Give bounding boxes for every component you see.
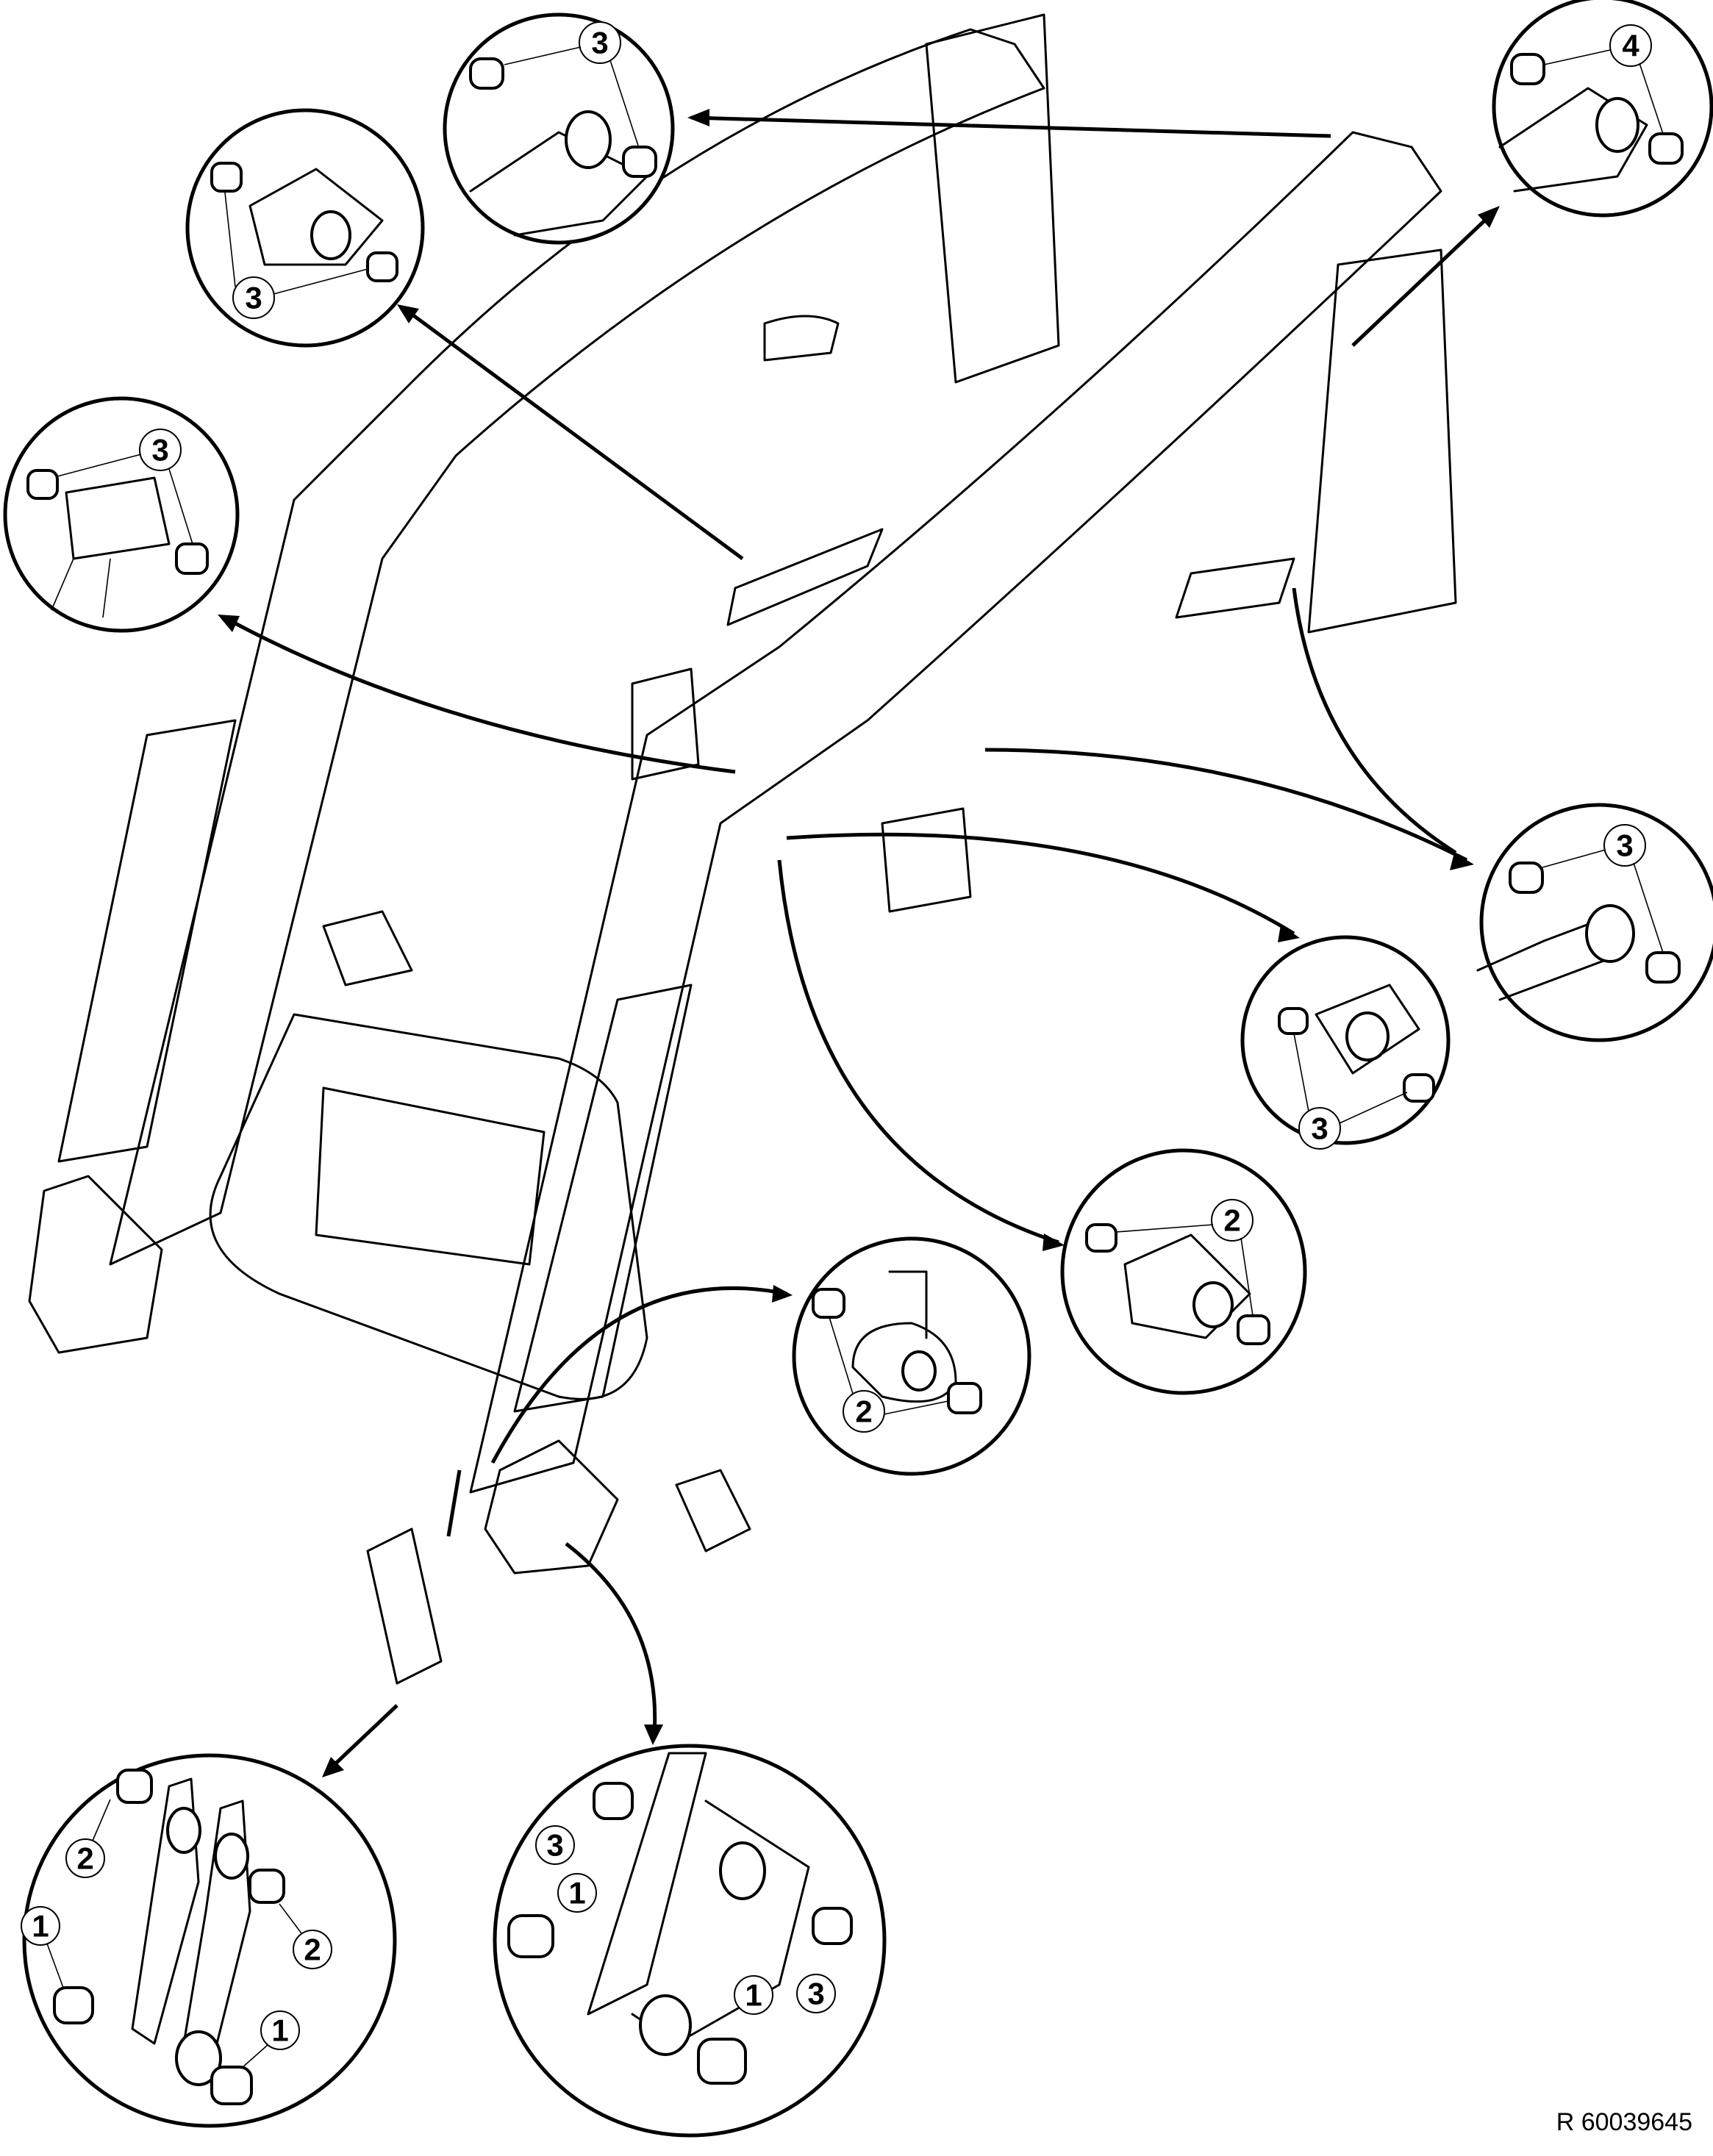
- callout-3: [139, 429, 182, 471]
- callout-2: [65, 1838, 105, 1878]
- callout-3: [232, 276, 275, 319]
- detail-lower-right: 2: [1060, 1148, 1307, 1395]
- loader-frame: [28, 13, 1457, 1685]
- callout-4-label: 4: [1622, 29, 1639, 63]
- arrow-head: [1478, 206, 1500, 228]
- arrow-center: [490, 1286, 787, 1464]
- leader-arrows: [218, 109, 1500, 1777]
- callout-1-label: 1: [568, 1876, 585, 1910]
- callout-3-label: 3: [1616, 828, 1633, 863]
- arrow-head: [687, 109, 709, 126]
- callout-3: [579, 21, 621, 64]
- callout-2-label: 2: [1223, 1203, 1240, 1238]
- arrow-head: [1278, 925, 1300, 942]
- callout-2: [1211, 1199, 1254, 1242]
- detail-left: 3: [3, 396, 240, 633]
- reference-code: R 60039645: [1556, 2108, 1692, 2136]
- arrow-mid-right: [786, 832, 1295, 936]
- callout-3-label: 3: [151, 433, 168, 468]
- callout-3: [796, 1974, 836, 2013]
- arrow-head: [1043, 1233, 1065, 1251]
- arrow-head: [218, 615, 240, 632]
- callout-1: [557, 1873, 597, 1913]
- callout-4: [1609, 24, 1652, 67]
- arrow-top-center: [690, 115, 1331, 138]
- arrow-head: [1450, 853, 1474, 870]
- callout-1: [260, 2010, 300, 2050]
- arrow-top-right: [1351, 212, 1494, 347]
- detail-bottom-center: 3 1 1 3: [493, 1744, 887, 2138]
- callout-2-label: 2: [855, 1394, 872, 1429]
- callout-3: [1298, 1107, 1341, 1150]
- arrow-head: [644, 1725, 663, 1745]
- detail-bottom-left: 2 2 1 1: [21, 1753, 397, 2128]
- callout-1: [734, 1975, 773, 2015]
- arrow-head: [772, 1285, 793, 1303]
- arrow-left: [223, 615, 736, 774]
- arrow-head: [397, 304, 419, 323]
- arrow-lower-right: [777, 859, 1059, 1244]
- arrow-upper-left: [403, 307, 744, 561]
- arrow-mid: [1292, 587, 1457, 855]
- callout-3-label: 3: [591, 26, 608, 60]
- arrow-bottom-center: [565, 1542, 657, 1736]
- callout-1: [21, 1906, 60, 1946]
- callout-3-label: 3: [1311, 1111, 1328, 1146]
- callout-1-label: 1: [271, 2013, 288, 2048]
- callout-3: [1603, 824, 1646, 867]
- arrow-right: [984, 748, 1468, 862]
- callout-3-label: 3: [807, 1977, 824, 2011]
- detail-top-right: 4: [1492, 0, 1713, 218]
- detail-top-center: 3: [443, 12, 675, 245]
- callout-3-label: 3: [245, 281, 262, 315]
- arrow-head: [322, 1757, 344, 1777]
- detail-mid-right: 3: [1240, 935, 1451, 1150]
- arrow-up: [446, 1469, 462, 1537]
- detail-right: 3: [1476, 803, 1713, 1042]
- callout-2: [293, 1930, 332, 1969]
- callout-3: [535, 1825, 575, 1865]
- arrow-bottom-left: [326, 1704, 398, 1773]
- callout-2: [843, 1390, 885, 1433]
- detail-center: 2: [792, 1236, 1031, 1476]
- callout-2-label: 2: [76, 1841, 93, 1876]
- detail-upper-left: 3: [185, 108, 425, 348]
- callout-1-label: 1: [745, 1978, 762, 2013]
- callout-3-label: 3: [546, 1828, 563, 1863]
- callout-2-label: 2: [304, 1933, 321, 1967]
- callout-1-label: 1: [32, 1909, 49, 1944]
